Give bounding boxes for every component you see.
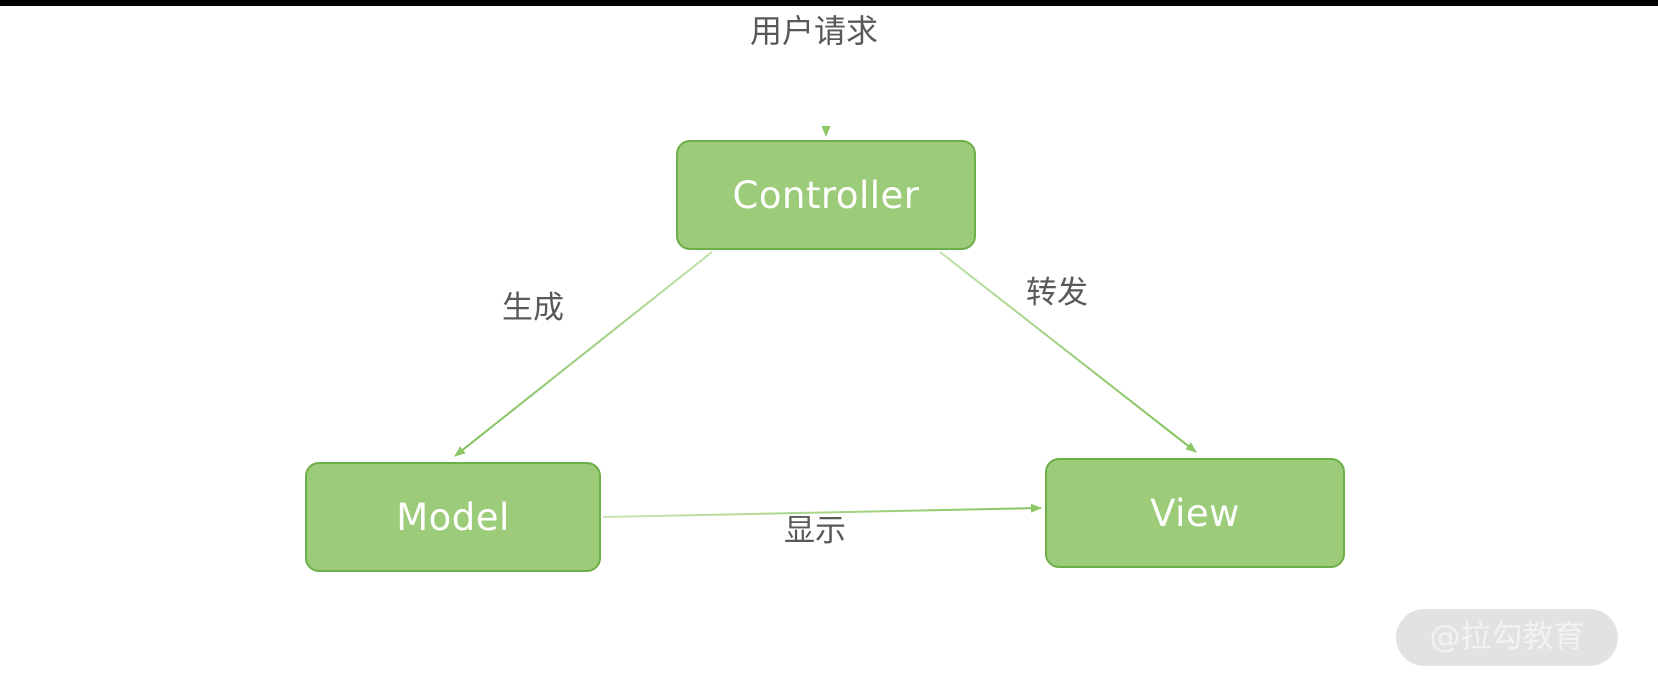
node-controller-label: Controller: [732, 173, 920, 217]
edge-controller-to-model: [454, 251, 713, 457]
edge-controller-to-view: [939, 251, 1197, 453]
edge-label-user-request: 用户请求: [750, 12, 879, 50]
edge-model-to-view: [602, 503, 1042, 518]
node-view[interactable]: View: [1045, 458, 1345, 568]
node-view-label: View: [1150, 491, 1240, 535]
node-model[interactable]: Model: [305, 462, 601, 572]
top-black-bar: [0, 0, 1658, 6]
watermark-badge: @拉勾教育: [1396, 609, 1618, 666]
watermark-text: @拉勾教育: [1429, 619, 1585, 655]
edge-label-forward: 转发: [1026, 275, 1088, 311]
edge-label-generate: 生成: [502, 290, 564, 326]
node-controller[interactable]: Controller: [676, 140, 976, 250]
edge-label-display: 显示: [784, 513, 846, 549]
node-model-label: Model: [396, 495, 510, 539]
